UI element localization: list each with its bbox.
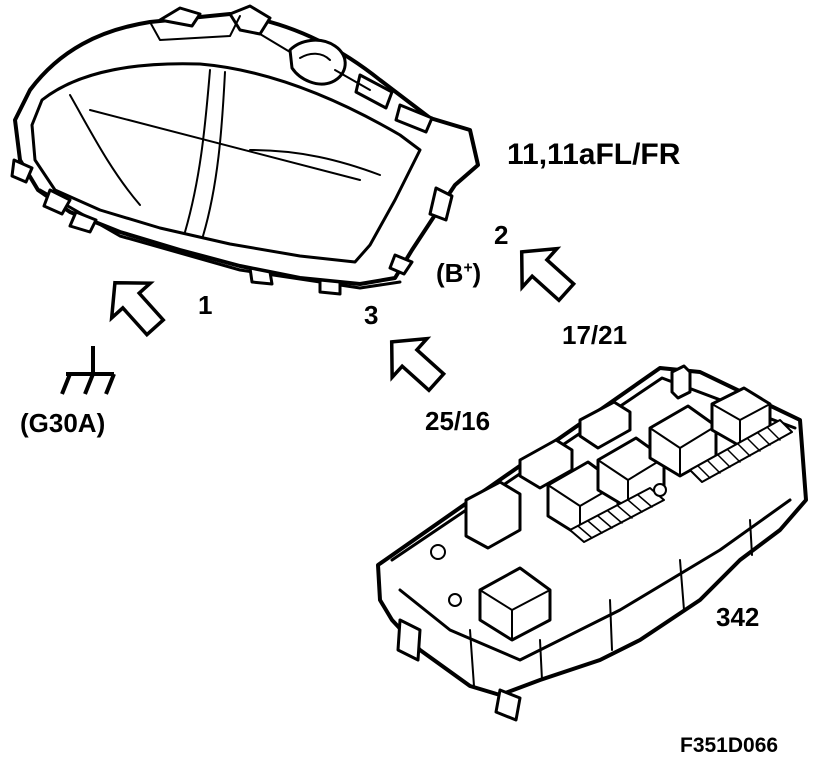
power-label-close: ) xyxy=(472,258,482,288)
arrow-connector-3 xyxy=(389,336,447,393)
ground-symbol-icon xyxy=(60,346,116,395)
fuse-box-342 xyxy=(376,364,808,722)
ground-label: (G30A) xyxy=(20,408,106,438)
arrow-connector-2 xyxy=(519,246,577,303)
connector-2-label: 2 xyxy=(494,220,509,250)
power-label-base: (B xyxy=(436,258,464,288)
connector-3-label: 3 xyxy=(364,300,379,330)
arrow-connector-1 xyxy=(109,280,166,338)
figure-code-label: F351D066 xyxy=(680,734,779,757)
headlamp-assembly xyxy=(10,4,480,296)
fuse-box-label: 342 xyxy=(716,602,760,632)
power-label-sup: + xyxy=(463,259,473,277)
power-label: (B+) xyxy=(436,260,481,286)
connector-1-label: 1 xyxy=(198,290,213,320)
pins-25-16-label: 25/16 xyxy=(425,406,491,436)
pins-17-21-label: 17/21 xyxy=(562,320,628,350)
headlamp-label: 11,11aFL/FR xyxy=(507,138,681,171)
